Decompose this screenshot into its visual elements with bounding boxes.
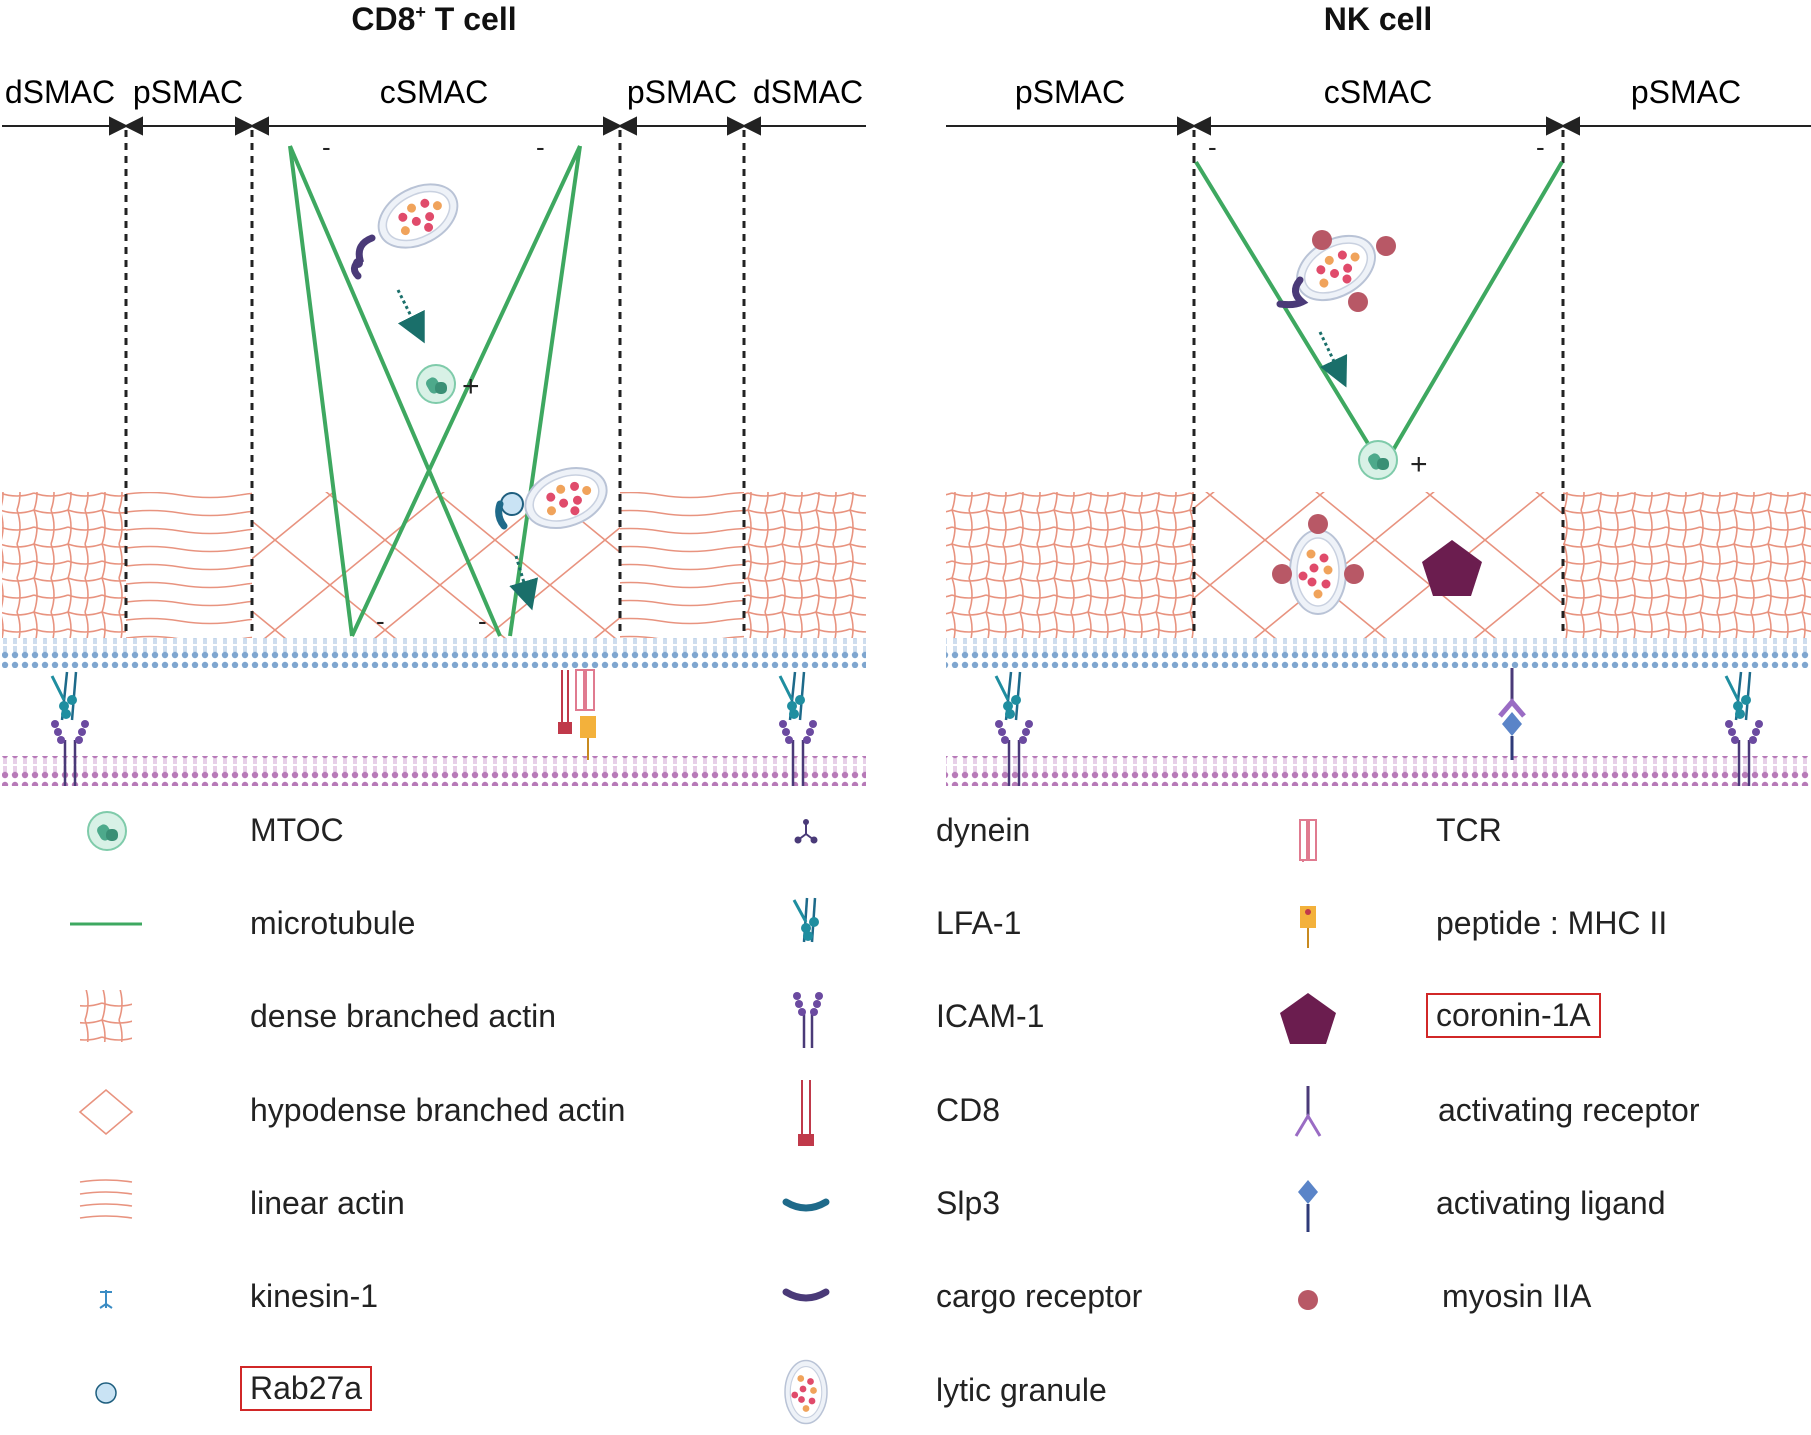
svg-text:-: -	[536, 132, 545, 162]
legend-label-myosin: myosin IIA	[1442, 1278, 1592, 1314]
activating-ligand-icon	[1298, 1180, 1318, 1232]
legend-label-mtoc: MTOC	[250, 812, 344, 848]
membranes	[2, 638, 1811, 786]
tcell-zone-psmac-left: pSMAC	[133, 74, 243, 110]
cargo-receptor-icon	[782, 1288, 830, 1302]
nkcell-granule-docked	[1272, 514, 1364, 615]
legend-label-kinesin: kinesin-1	[250, 1278, 379, 1314]
cd8-icon	[798, 1080, 814, 1146]
legend-label-cd8: CD8	[936, 1092, 1001, 1128]
tcell-arrow-lower	[509, 555, 539, 611]
nkcell-zone-csmac: cSMAC	[1324, 74, 1432, 110]
legend-label-lytic-granule: lytic granule	[936, 1372, 1107, 1408]
svg-text:+: +	[462, 370, 480, 403]
nkcell-arrow	[1318, 331, 1348, 388]
legend-label-dense-actin: dense branched actin	[250, 998, 556, 1034]
dense-actin-icon	[80, 990, 132, 1042]
legend-label-activating-ligand: activating ligand	[1436, 1185, 1666, 1221]
nkcell-actin-cortex	[946, 492, 1811, 638]
mtoc-icon	[87, 811, 127, 851]
svg-text:-: -	[478, 606, 487, 636]
nkcell-coronin	[1422, 540, 1482, 596]
tcell-mtoc	[416, 364, 456, 404]
activating-receptor-icon	[1294, 1086, 1322, 1137]
legend-label-tcr: TCR	[1436, 812, 1502, 848]
tcell-microtubules	[288, 145, 582, 637]
tcr-icon	[1299, 819, 1317, 862]
tcell-arrow-upper	[396, 289, 425, 344]
tcell-header: CD8+ T cell dSMAC pSMAC cSMAC pSMAC dSMA…	[5, 1, 863, 110]
legend-label-cargo-receptor: cargo receptor	[936, 1278, 1143, 1314]
svg-text:-: -	[376, 606, 385, 636]
tcell-zone-dsmac-right: dSMAC	[753, 74, 863, 110]
tcell-zone-arrows	[2, 116, 866, 136]
tcell-polarity-marks: - - - - +	[322, 132, 545, 636]
tcell-actin-cortex	[2, 492, 866, 638]
icam1-icon	[793, 992, 823, 1048]
nkcell-granule-upper	[1276, 221, 1396, 315]
hypodense-actin-icon	[78, 1088, 134, 1136]
legend-label-rab27a: Rab27a	[240, 1366, 373, 1411]
tcell-zone-psmac-right: pSMAC	[627, 74, 737, 110]
legend-label-icam1: ICAM-1	[936, 998, 1045, 1034]
legend-label-microtubule: microtubule	[250, 905, 416, 941]
svg-text:+: +	[1410, 448, 1428, 481]
linear-actin-icon	[79, 1179, 133, 1219]
tcell-zone-dsmac-left: dSMAC	[5, 74, 115, 110]
tcell-tcr-cd8-complex	[558, 669, 596, 760]
nkcell-header: NK cell pSMAC cSMAC pSMAC	[1015, 1, 1741, 110]
rab27a-icon	[95, 1382, 117, 1404]
nkcell-microtubules	[1194, 160, 1564, 462]
nkcell-zone-psmac-right: pSMAC	[1631, 74, 1741, 110]
myosin-icon	[1298, 1290, 1318, 1310]
legend-label-hypodense-actin: hypodense branched actin	[250, 1092, 626, 1128]
legend-label-dynein: dynein	[936, 812, 1031, 848]
legend-label-linear-actin: linear actin	[250, 1185, 405, 1221]
slp3-icon	[782, 1198, 830, 1212]
zone-boundaries	[124, 130, 1565, 636]
legend-label-peptide-mhc: peptide : MHC II	[1436, 905, 1668, 941]
peptide-mhc-icon	[1300, 906, 1316, 948]
svg-text:-: -	[322, 132, 331, 162]
legend-label-activating-receptor: activating receptor	[1438, 1092, 1700, 1128]
nkcell-zone-psmac-left: pSMAC	[1015, 74, 1125, 110]
lytic-granule-icon	[784, 1359, 828, 1425]
nkcell-title: NK cell	[1324, 1, 1432, 37]
dynein-icon	[794, 819, 818, 844]
tcell-granule-upper	[351, 170, 470, 280]
tcell-zone-csmac: cSMAC	[380, 74, 488, 110]
legend-label-slp3: Slp3	[936, 1185, 1001, 1221]
svg-text:-: -	[1536, 132, 1545, 162]
nkcell-mtoc	[1358, 440, 1398, 480]
tcell-title: CD8+ T cell	[351, 1, 516, 37]
legend-label-lfa1: LFA-1	[936, 905, 1022, 941]
coronin-icon	[1280, 993, 1336, 1044]
legend-label-coronin: coronin-1A	[1426, 993, 1601, 1038]
lfa1-icon	[792, 897, 819, 943]
tcell-granule-lower	[495, 456, 617, 540]
nkcell-activating-receptor-ligand	[1498, 668, 1526, 760]
svg-text:-: -	[1208, 132, 1217, 162]
kinesin-icon	[99, 1290, 113, 1309]
nkcell-polarity-marks: - - +	[1208, 132, 1545, 481]
nkcell-zone-arrows	[946, 116, 1811, 136]
